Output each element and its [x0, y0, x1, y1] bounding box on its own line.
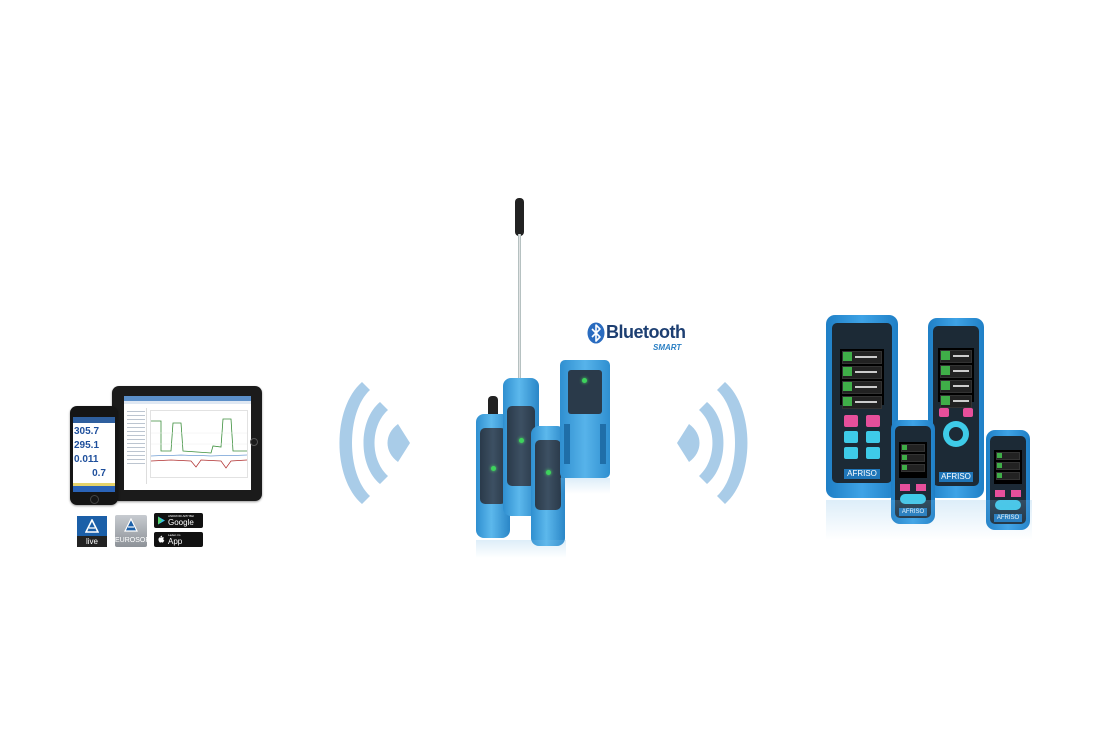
afriso-logo-icon	[85, 519, 99, 533]
key	[900, 494, 926, 504]
sensor-probe-right	[531, 426, 565, 546]
softkey-right	[1011, 490, 1021, 497]
phone-home-button	[90, 495, 99, 504]
brand-label: AFRISO	[899, 508, 927, 516]
flue-gas-analyzer-medium: AFRISO	[928, 318, 984, 498]
flue-gas-analyzer-compact-right: AFRISO	[986, 430, 1030, 530]
softkey-right	[963, 408, 973, 417]
brand-label: AFRISO	[844, 469, 880, 479]
key	[844, 431, 858, 443]
tablet-graph-lines	[150, 418, 248, 469]
sensor-face	[507, 406, 535, 486]
analyzer-face: AFRISO	[832, 323, 892, 483]
tablet-home-button	[250, 438, 258, 446]
live-label: live	[77, 536, 107, 547]
wireless-signal-left-icon	[339, 382, 410, 504]
softkey-left	[995, 490, 1005, 497]
probe-tip	[515, 198, 524, 236]
key	[866, 431, 880, 443]
phone-status-strip	[73, 483, 115, 486]
softkey-right	[866, 415, 880, 427]
tablet-title-bar	[124, 396, 251, 401]
key	[866, 447, 880, 459]
probe-rod	[518, 234, 521, 380]
afriso-logo-icon	[124, 518, 138, 532]
pressure-sensor-box	[560, 360, 610, 478]
device-reflection	[560, 478, 610, 494]
device-reflection	[826, 500, 1032, 540]
brand-label: AFRISO	[994, 514, 1022, 522]
status-led	[582, 378, 587, 383]
phone-device: 305.7 295.1 0.011 0.7	[70, 406, 118, 505]
brand-label: AFRISO	[939, 472, 973, 482]
apple-icon	[158, 535, 165, 543]
app-store-badge[interactable]: Laden im App Store	[154, 532, 203, 555]
status-led	[491, 466, 496, 471]
phone-reading-2: 295.1	[74, 440, 100, 451]
softkey-left	[900, 484, 910, 491]
google-play-icon	[158, 516, 165, 525]
bluetooth-icon	[587, 322, 605, 344]
app-store-label: App Store	[168, 537, 188, 555]
phone-reading-4: 0.7	[92, 468, 106, 479]
app-store-caption: Laden im	[168, 533, 181, 537]
softkey-right	[916, 484, 926, 491]
analyzer-screen	[994, 450, 1022, 484]
analyzer-screen	[899, 442, 927, 478]
box-rib	[600, 424, 606, 464]
google-play-label: Google play	[168, 518, 194, 536]
bluetooth-smart-label: SMART	[653, 343, 682, 352]
bluetooth-label: Bluetooth	[606, 322, 686, 342]
tablet-device	[112, 386, 262, 501]
box-rib	[564, 424, 570, 464]
wheel-center	[949, 427, 963, 441]
navigation-wheel	[943, 421, 969, 447]
analyzer-face: AFRISO	[895, 426, 931, 518]
phone-button-bar	[73, 486, 115, 492]
sensor-face	[568, 370, 602, 414]
phone-reading-3: 0.011	[74, 454, 99, 465]
phone-app-header	[73, 417, 115, 423]
phone-reading-1: 305.7	[74, 426, 100, 437]
flue-gas-analyzer-compact-left: AFRISO	[891, 420, 935, 524]
softkey-left	[939, 408, 949, 417]
wireless-signal-right-icon	[677, 382, 748, 504]
google-play-caption: ANDROID APP BEI	[168, 514, 195, 518]
probe-tip-small	[488, 396, 498, 418]
phone-screen: 305.7 295.1 0.011 0.7	[73, 417, 115, 492]
status-led	[546, 470, 551, 475]
afriso-live-app-badge[interactable]: live	[77, 516, 107, 547]
key	[995, 500, 1021, 510]
tablet-menu-bar	[124, 401, 251, 404]
tablet-graph	[150, 410, 248, 478]
status-led	[519, 438, 524, 443]
analyzer-face: AFRISO	[933, 326, 979, 486]
google-play-badge[interactable]: ANDROID APP BEI Google play	[154, 513, 203, 536]
softkey-left	[844, 415, 858, 427]
sensor-face	[535, 440, 561, 510]
flue-gas-analyzer-large: AFRISO	[826, 315, 898, 498]
analyzer-face: AFRISO	[990, 436, 1026, 524]
key	[844, 447, 858, 459]
tablet-screen	[124, 396, 251, 490]
eurosoft-app-badge[interactable]: EUROSOFT	[115, 515, 154, 547]
eurosoft-label: EUROSOFT	[115, 537, 154, 544]
analyzer-screen	[840, 349, 884, 409]
analyzer-screen	[938, 348, 974, 408]
tablet-sidebar	[126, 408, 147, 484]
device-reflection	[476, 540, 566, 558]
